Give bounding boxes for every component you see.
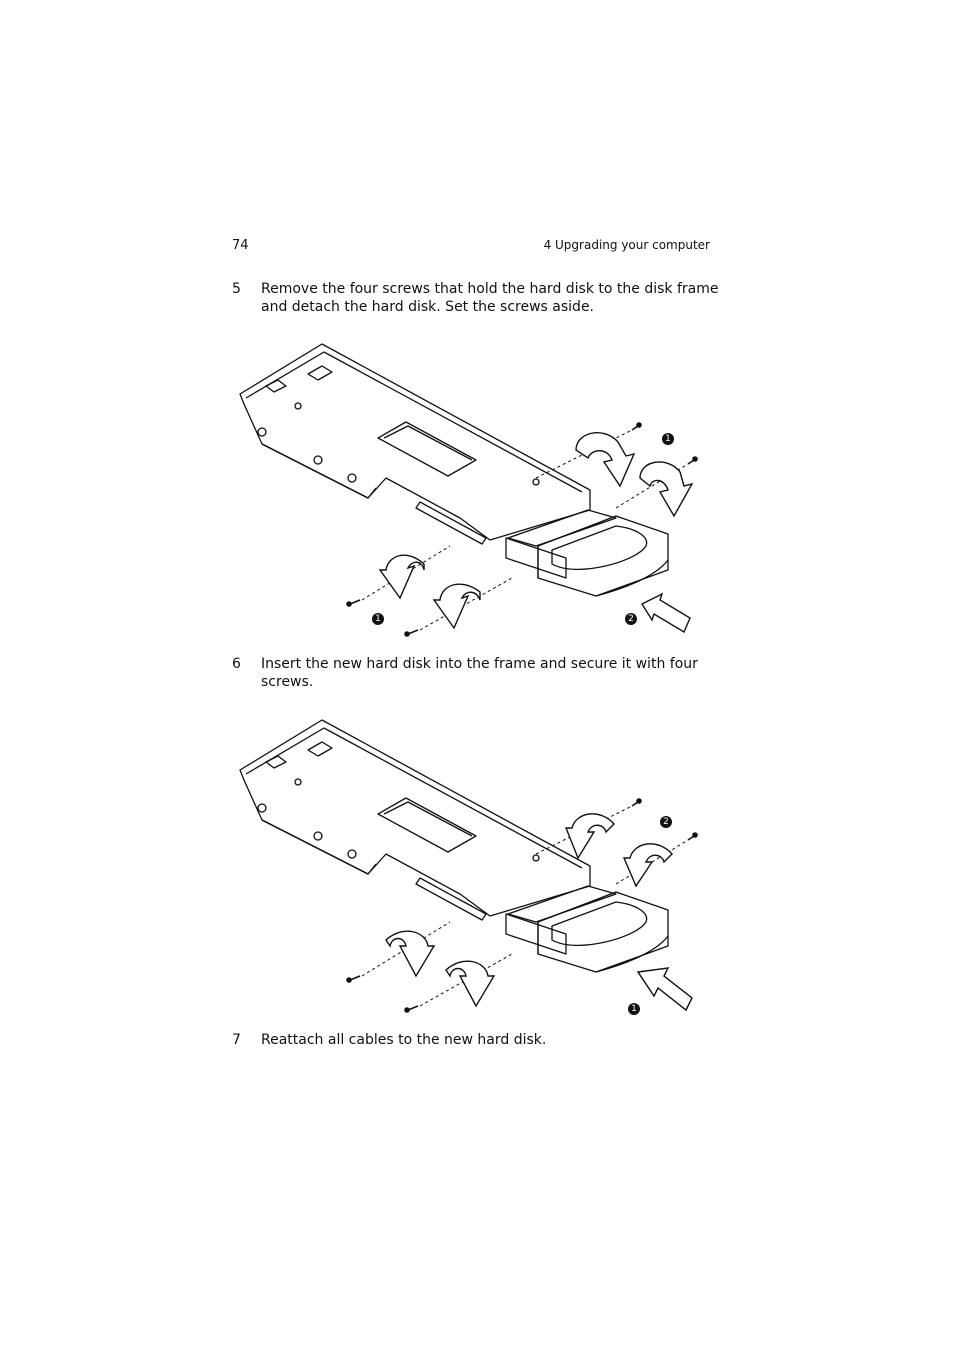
disk-frame bbox=[239, 719, 591, 917]
rotation-arrow-icons bbox=[378, 432, 694, 630]
rotation-arrow-icons bbox=[385, 813, 673, 1008]
step-7: 7 Reattach all cables to the new hard di… bbox=[232, 1031, 722, 1049]
callout-marker: 2 bbox=[660, 816, 672, 828]
callout-marker: 1 bbox=[372, 613, 384, 625]
screw-icons bbox=[346, 422, 698, 637]
step-number: 5 bbox=[232, 281, 241, 297]
step-5: 5 Remove the four screws that hold the h… bbox=[232, 280, 722, 316]
callout-marker: 1 bbox=[662, 433, 674, 445]
step-number: 6 bbox=[232, 656, 241, 672]
step-number: 7 bbox=[232, 1032, 241, 1048]
frame-end-bracket bbox=[507, 509, 617, 547]
step-text: Insert the new hard disk into the frame … bbox=[261, 656, 698, 690]
figure-remove-hard-disk bbox=[239, 343, 698, 637]
step-text: Reattach all cables to the new hard disk… bbox=[261, 1032, 547, 1048]
hard-disk bbox=[537, 891, 669, 973]
frame-end-bracket bbox=[507, 885, 617, 923]
frame-cutout bbox=[377, 797, 477, 853]
figure-insert-hard-disk bbox=[239, 719, 698, 1013]
page-number: 74 bbox=[232, 238, 249, 253]
step-text: Remove the four screws that hold the har… bbox=[261, 281, 719, 315]
callout-marker: 2 bbox=[625, 613, 637, 625]
hard-disk bbox=[537, 515, 669, 597]
disk-frame bbox=[239, 343, 591, 541]
chapter-title: 4 Upgrading your computer bbox=[543, 238, 710, 252]
step-6: 6 Insert the new hard disk into the fram… bbox=[232, 655, 722, 691]
screw-icons bbox=[346, 798, 698, 1013]
frame-cutout bbox=[377, 421, 477, 477]
callout-marker: 1 bbox=[628, 1003, 640, 1015]
slide-out-arrow-icon bbox=[640, 592, 691, 634]
slide-in-arrow-icon bbox=[636, 967, 693, 1012]
